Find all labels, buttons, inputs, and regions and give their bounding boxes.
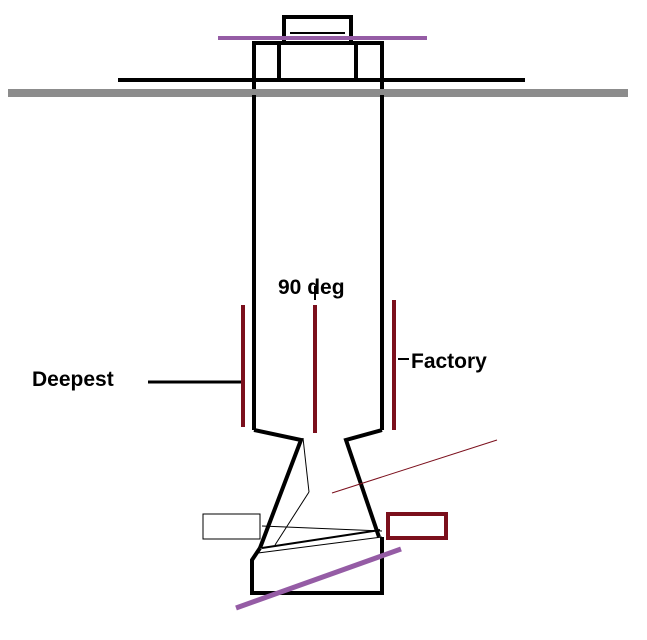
funnel-thin-vertical [302, 437, 310, 493]
right-maroon-box [386, 512, 448, 540]
left-small-box [202, 513, 261, 540]
bottom-accent-diagonal [235, 546, 402, 611]
funnel-thin-line-2 [257, 536, 383, 554]
funnel-thin-diagonal [274, 491, 310, 546]
factory-label: Factory [411, 350, 487, 373]
angle-label: 90 deg [278, 276, 345, 299]
bottom-cup [250, 537, 384, 595]
funnel-left-edge [253, 428, 304, 549]
funnel-right-edge [343, 428, 383, 538]
thin-maroon-diagonal [331, 439, 498, 494]
funnel-thin-line-3 [261, 525, 383, 532]
funnel-thin-line-1 [261, 529, 381, 549]
collar-block [252, 41, 384, 97]
deepest-label: Deepest [32, 368, 114, 391]
